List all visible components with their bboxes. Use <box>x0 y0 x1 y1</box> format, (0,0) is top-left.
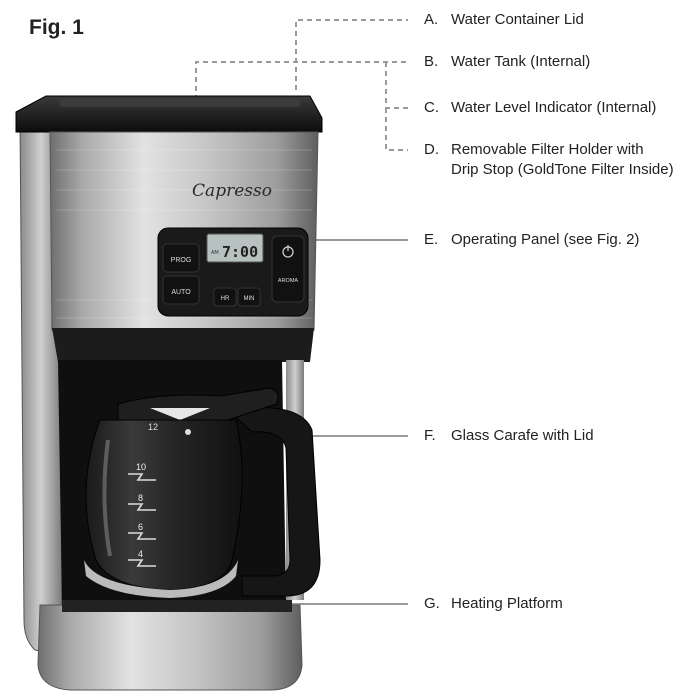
aroma-button-label: AROMA <box>278 278 299 284</box>
callout-a: A. Water Container Lid <box>424 10 584 30</box>
callout-e-letter: E. <box>424 231 439 248</box>
min-button-label: MIN <box>244 296 255 302</box>
auto-button <box>162 275 200 305</box>
brand-logo: Capresso <box>192 181 272 201</box>
carafe-handle <box>226 407 321 597</box>
callout-b: B. Water Tank (Internal) <box>424 52 590 72</box>
prog-button <box>162 243 200 273</box>
callout-f-letter: F. <box>424 427 436 444</box>
callout-a-text: Water Container Lid <box>451 11 584 28</box>
head-underside <box>52 328 314 362</box>
callout-e: E. Operating Panel (see Fig. 2) <box>424 230 639 250</box>
leader-line-a <box>295 19 408 90</box>
drop-icon <box>185 429 191 435</box>
prog-button-label: PROG <box>171 257 192 264</box>
callout-f-text: Glass Carafe with Lid <box>451 427 594 444</box>
min-button <box>237 287 261 307</box>
leader-line-c <box>385 62 408 109</box>
carafe-level-marks <box>128 473 156 567</box>
carafe-mark-4: 4 <box>138 549 143 559</box>
carafe-lid <box>117 387 279 421</box>
base <box>37 604 303 691</box>
auto-button-label: AUTO <box>171 289 191 296</box>
figure-title: Fig. 1 <box>29 16 84 39</box>
callout-d-letter: D. <box>424 141 439 158</box>
leader-line-d <box>385 108 408 151</box>
hr-button-label: HR <box>221 296 230 302</box>
carafe-mark-8: 8 <box>138 493 143 503</box>
callout-b-text: Water Tank (Internal) <box>451 53 591 70</box>
callout-d-text-line2: Drip Stop (GoldTone Filter Inside) <box>451 161 674 178</box>
leader-line-b <box>195 61 408 100</box>
callout-g-letter: G. <box>424 595 440 612</box>
callout-g: G. Heating Platform <box>424 594 563 614</box>
callout-c: C. Water Level Indicator (Internal) <box>424 98 656 118</box>
callout-d-text: Removable Filter Holder with <box>451 141 644 158</box>
callout-b-letter: B. <box>424 53 439 70</box>
callout-e-text: Operating Panel (see Fig. 2) <box>451 231 640 248</box>
hr-button <box>213 287 237 307</box>
carafe-mark-6: 6 <box>138 522 143 532</box>
callout-g-text: Heating Platform <box>451 595 563 612</box>
carafe-mark-12: 12 <box>148 422 158 432</box>
glass-carafe <box>85 419 243 591</box>
callout-f: F. Glass Carafe with Lid <box>424 426 594 446</box>
callout-c-text: Water Level Indicator (Internal) <box>451 99 657 116</box>
lcd-display <box>206 233 264 263</box>
heating-platform <box>62 600 292 612</box>
callout-c-letter: C. <box>424 99 439 116</box>
carafe-mark-10: 10 <box>136 462 146 472</box>
callout-a-letter: A. <box>424 11 439 28</box>
lcd-time: 7:00 <box>222 243 258 261</box>
lcd-ampm: AM <box>211 250 219 256</box>
aroma-button <box>271 235 305 303</box>
